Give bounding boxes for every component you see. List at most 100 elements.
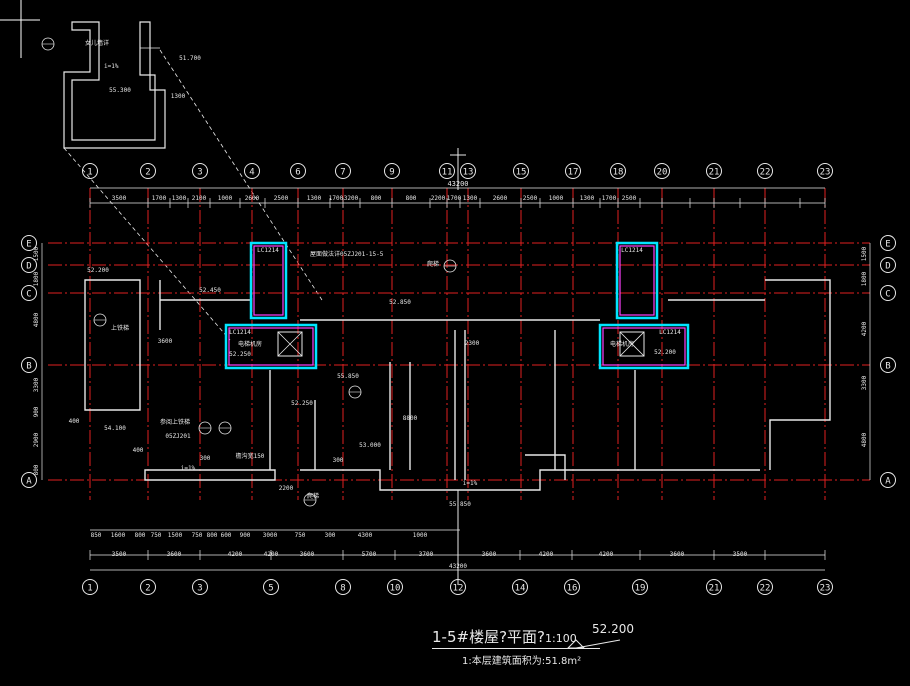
axis-bubble-top: 11 xyxy=(442,168,453,178)
dim-bottom-sub-value: 1600 xyxy=(111,532,126,539)
plan-annotation: 05ZJ201 xyxy=(165,433,191,440)
dim-top-value: 2500 xyxy=(274,195,289,202)
axis-bubble-left-circle xyxy=(21,357,37,373)
plan-annotation: 女儿墙详 xyxy=(85,39,109,47)
axis-bubble-top-circle xyxy=(610,163,626,179)
axis-bubble-right: D xyxy=(885,262,890,272)
axis-bubble-bottom: 23 xyxy=(820,584,831,594)
roof-wall xyxy=(454,330,466,480)
axis-bubble-bottom: 1 xyxy=(87,584,92,594)
axis-bubble-top: 3 xyxy=(197,168,202,178)
dim-top-value: 2500 xyxy=(622,195,637,202)
axis-bubble-bottom-circle xyxy=(512,579,528,595)
axis-bubble-right-circle xyxy=(880,357,896,373)
stair-core-right-inner xyxy=(619,245,655,316)
elevator-core-left-inner xyxy=(228,327,314,366)
plan-annotation: 屋面做法详05ZJ201-15-5 xyxy=(310,250,384,258)
axis-bubble-right-circle xyxy=(880,257,896,273)
dim-bottom-value: 3700 xyxy=(419,551,434,558)
axis-bubble-bottom-circle xyxy=(192,579,208,595)
plan-annotation: 檐沟宽150 xyxy=(236,452,265,460)
axis-bubble-right: E xyxy=(885,240,890,250)
area-note-prefix: 1:本层建筑面积为: xyxy=(462,656,546,667)
dim-top-value: 1700 xyxy=(152,195,167,202)
dim-right-value: 4200 xyxy=(861,321,868,336)
roof-wall xyxy=(389,362,411,470)
axis-bubble-left-circle xyxy=(21,235,37,251)
axis-bubble-top: 20 xyxy=(657,168,668,178)
dim-bottom-value: 3600 xyxy=(670,551,685,558)
dim-top-value: 1300 xyxy=(463,195,478,202)
plan-annotation: 51.700 xyxy=(179,55,201,62)
dim-left-value: 800 xyxy=(33,464,40,475)
axis-bubble-right-circle xyxy=(880,235,896,251)
plan-annotation: 上铁梯 xyxy=(111,324,129,332)
axis-bubble-bottom: 8 xyxy=(340,584,345,594)
plan-annotation: i=1% xyxy=(463,480,478,487)
axis-bubble-left: B xyxy=(26,362,31,372)
axis-bubble-bottom: 10 xyxy=(390,584,401,594)
dim-top-value: 2200 xyxy=(431,195,446,202)
axis-bubble-top-circle xyxy=(706,163,722,179)
plan-annotation: 53.000 xyxy=(359,442,381,449)
level-mark: 52.200 xyxy=(592,622,634,636)
axis-bubble-left-circle xyxy=(21,257,37,273)
plan-annotation: 300 xyxy=(333,457,344,464)
dim-bottom-value: 4200 xyxy=(228,551,243,558)
dim-bottom-sub-value: 1500 xyxy=(168,532,183,539)
plan-annotation: 爬梯 xyxy=(427,260,439,268)
axis-bubble-bottom-circle xyxy=(564,579,580,595)
dim-top-value: 1700 xyxy=(329,195,344,202)
dim-bottom-sub-value: 750 xyxy=(295,532,306,539)
title-underline xyxy=(432,648,600,649)
axis-bubble-bottom-circle xyxy=(335,579,351,595)
axis-bubble-bottom-circle xyxy=(632,579,648,595)
dim-top-value: 1700 xyxy=(447,195,462,202)
plan-annotation: 55.850 xyxy=(337,373,359,380)
plan-annotation: 参阅上铁梯 xyxy=(160,418,190,426)
plan-annotation: 2200 xyxy=(279,485,294,492)
dim-bottom-sub-value: 300 xyxy=(325,532,336,539)
axis-bubble-top-circle xyxy=(244,163,260,179)
axis-bubble-bottom: 22 xyxy=(760,584,771,594)
drawing-title-text: 1-5#楼屋?平面? xyxy=(432,628,545,646)
axis-bubble-bottom-circle xyxy=(757,579,773,595)
dim-right-value: 4800 xyxy=(861,432,868,447)
plan-annotation: i=1% xyxy=(104,63,119,70)
plan-annotation: 52.450 xyxy=(199,287,221,294)
stair-core-right-outline xyxy=(615,241,659,320)
dim-bottom-value: 4200 xyxy=(539,551,554,558)
dim-top-value: 3200 xyxy=(344,195,359,202)
elevator-core-left-outline xyxy=(224,323,318,370)
axis-bubble-right: A xyxy=(885,477,891,487)
axis-bubble-bottom: 5 xyxy=(268,584,273,594)
elevator-shaft-cross xyxy=(277,331,303,357)
dim-top-value: 1300 xyxy=(580,195,595,202)
drawing-scale: 1:100 xyxy=(545,632,577,645)
axis-bubble-left: A xyxy=(26,477,32,487)
axis-bubble-left: D xyxy=(26,262,31,272)
axis-bubble-top-circle xyxy=(817,163,833,179)
roof-wall xyxy=(300,469,760,491)
plan-annotation: 电梯机房 xyxy=(610,340,634,348)
dim-bottom-value: 4200 xyxy=(599,551,614,558)
axis-bubble-top: 7 xyxy=(340,168,345,178)
plan-annotation: i=1% xyxy=(181,465,196,472)
roof-wall xyxy=(525,454,566,480)
axis-bubble-top-circle xyxy=(384,163,400,179)
plan-annotation: 54.100 xyxy=(104,425,126,432)
dim-bottom-sub-value: 850 xyxy=(91,532,102,539)
axis-bubble-bottom-circle xyxy=(817,579,833,595)
plan-annotation: 55.850 xyxy=(449,501,471,508)
axis-bubble-bottom-circle xyxy=(263,579,279,595)
dim-top-value: 2100 xyxy=(192,195,207,202)
axis-bubble-top-circle xyxy=(192,163,208,179)
dim-left-value: 1800 xyxy=(33,271,40,286)
dim-left-value: 1500 xyxy=(33,246,40,261)
dim-top-overall: 43200 xyxy=(447,180,468,188)
plan-annotation: 1300 xyxy=(171,93,186,100)
axis-bubble-bottom: 16 xyxy=(567,584,578,594)
axis-bubble-bottom-circle xyxy=(706,579,722,595)
axis-bubble-top: 22 xyxy=(760,168,771,178)
axis-bubble-top-circle xyxy=(140,163,156,179)
